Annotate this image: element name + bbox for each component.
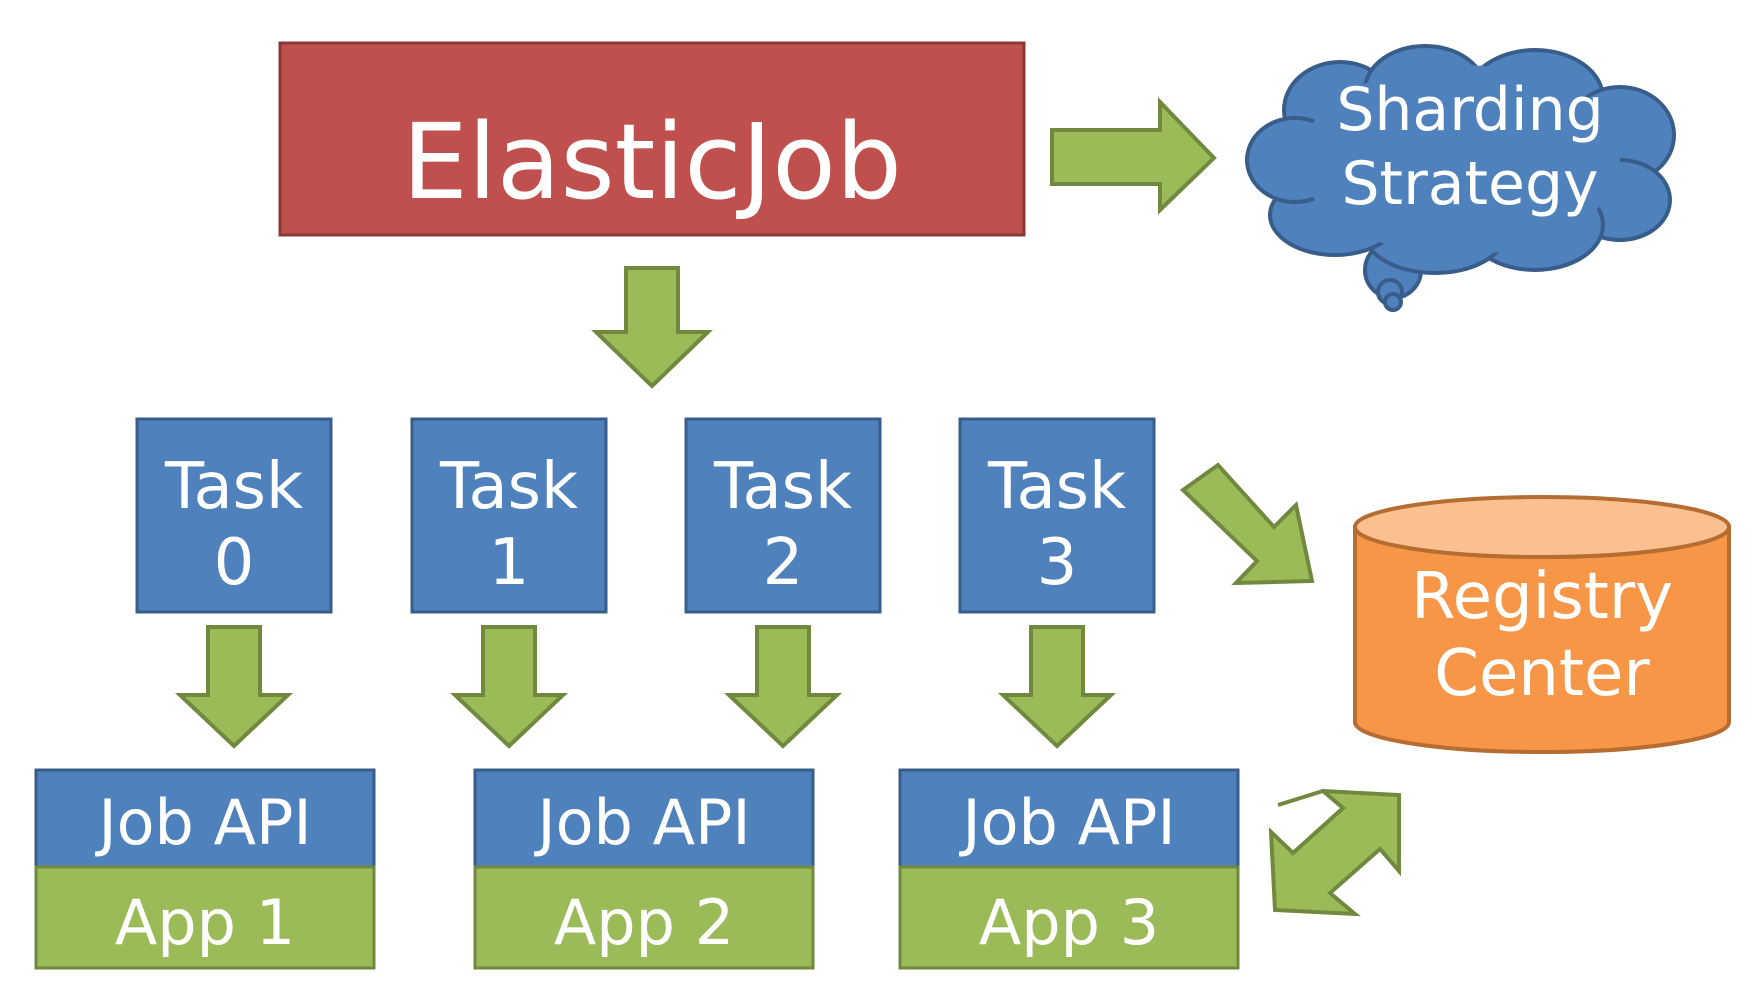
task-label: Task xyxy=(987,450,1126,524)
task-box: Task 1 xyxy=(410,417,608,614)
app-label: App 2 xyxy=(554,886,734,959)
job-api-label: Job API xyxy=(533,786,750,859)
arrow-task0-to-app1 xyxy=(174,625,294,749)
arrow-tasks-to-registry xyxy=(1179,462,1315,586)
app-label: App 1 xyxy=(115,886,295,959)
task-label: Task xyxy=(439,450,578,524)
task-box: Task 3 xyxy=(958,417,1156,614)
job-api-label: Job API xyxy=(94,786,311,859)
app-block: Job API App 2 xyxy=(473,768,815,970)
registry-center-cylinder: Registry Center xyxy=(1353,495,1731,754)
arrow-to-sharding xyxy=(1050,97,1217,215)
task-number: 3 xyxy=(1037,526,1078,600)
arrow-task3-to-app3 xyxy=(997,625,1117,749)
elasticjob-title: ElasticJob xyxy=(402,101,902,223)
task-label: Task xyxy=(713,450,852,524)
task-box: Task 2 xyxy=(684,417,882,614)
app-block: Job API App 1 xyxy=(34,768,376,970)
arrow-task1-to-app1 xyxy=(449,625,569,749)
elasticjob-box: ElasticJob xyxy=(278,41,1026,237)
arrow-elasticjob-to-tasks xyxy=(591,266,713,389)
registry-label-line2: Center xyxy=(1434,637,1650,711)
registry-label-line1: Registry xyxy=(1411,560,1673,634)
sharding-strategy-cloud: Sharding Strategy xyxy=(1245,44,1676,312)
task-label: Task xyxy=(164,450,303,524)
app-block: Job API App 3 xyxy=(898,768,1240,970)
cloud-label-line2: Strategy xyxy=(1341,149,1598,219)
task-number: 1 xyxy=(489,526,530,600)
task-number: 2 xyxy=(763,526,804,600)
task-box: Task 0 xyxy=(135,417,333,614)
arrow-task2-to-app2 xyxy=(723,625,843,749)
job-api-label: Job API xyxy=(958,786,1175,859)
task-number: 0 xyxy=(214,526,255,600)
cloud-label-line1: Sharding xyxy=(1336,75,1603,145)
app-label: App 3 xyxy=(979,886,1159,959)
arrow-apps-registry-bidirectional xyxy=(1268,788,1401,917)
